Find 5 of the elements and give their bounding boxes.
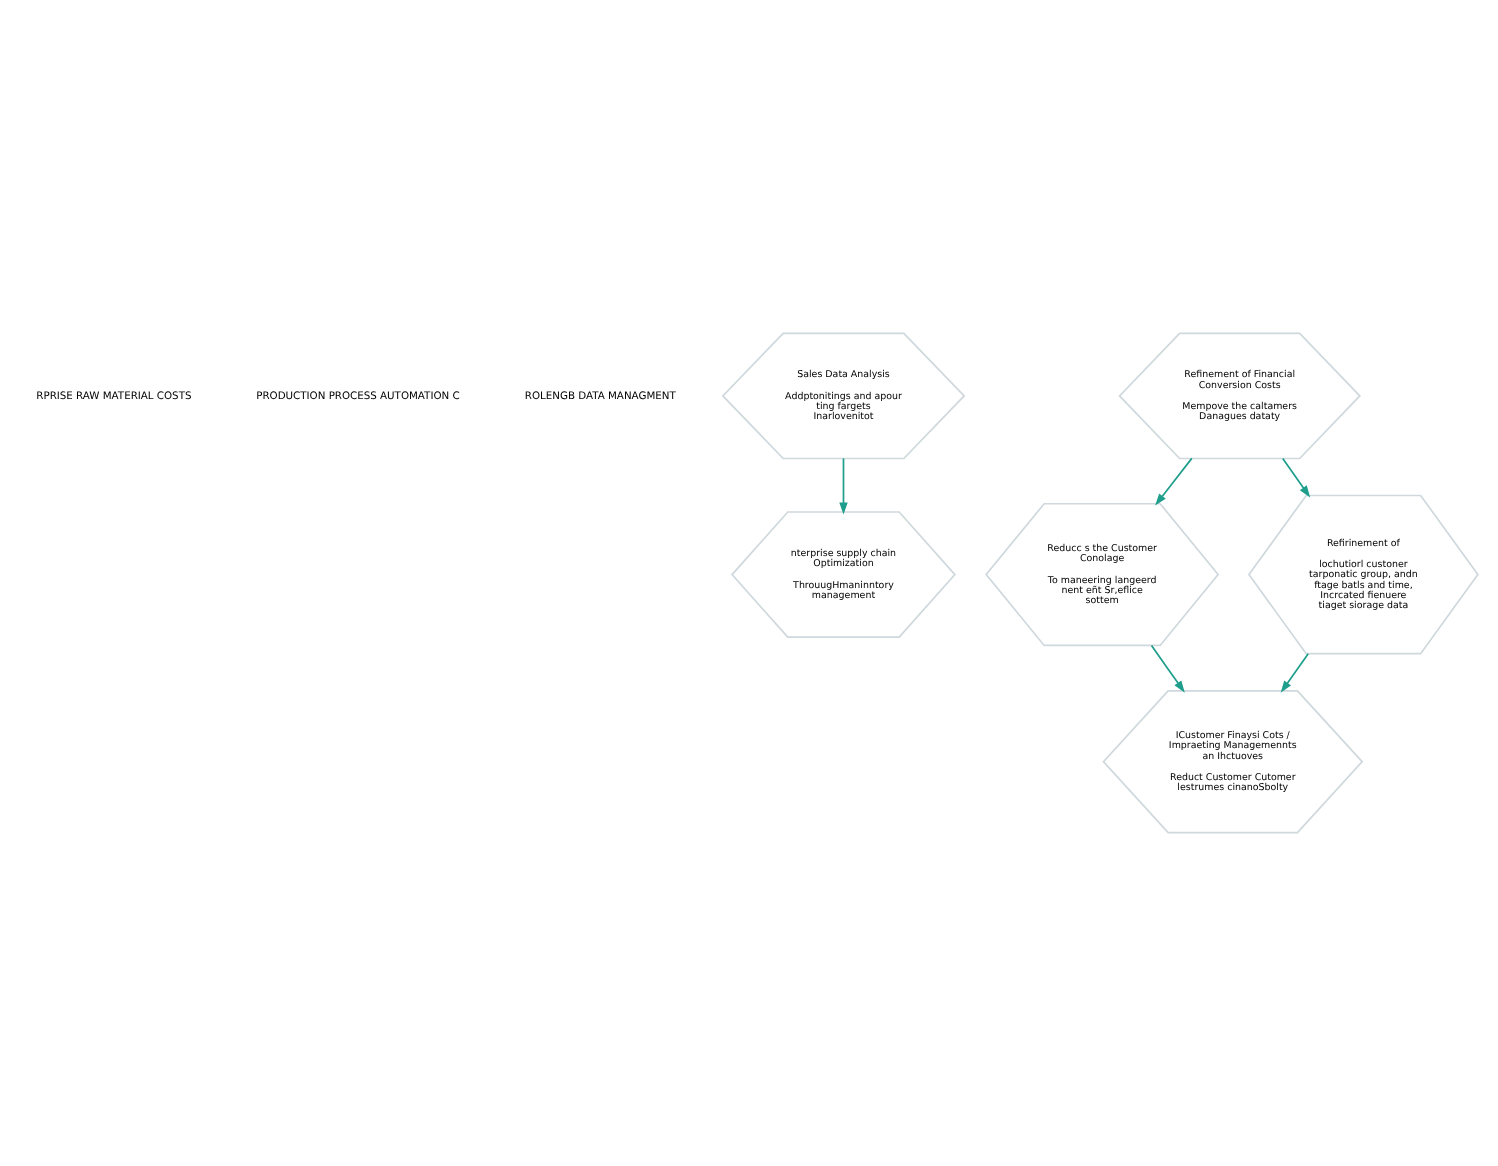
arrow [1150, 644, 1185, 693]
arrow [1155, 457, 1193, 506]
arrow [1281, 457, 1311, 498]
arrow [1280, 652, 1310, 693]
arrow [839, 457, 848, 515]
